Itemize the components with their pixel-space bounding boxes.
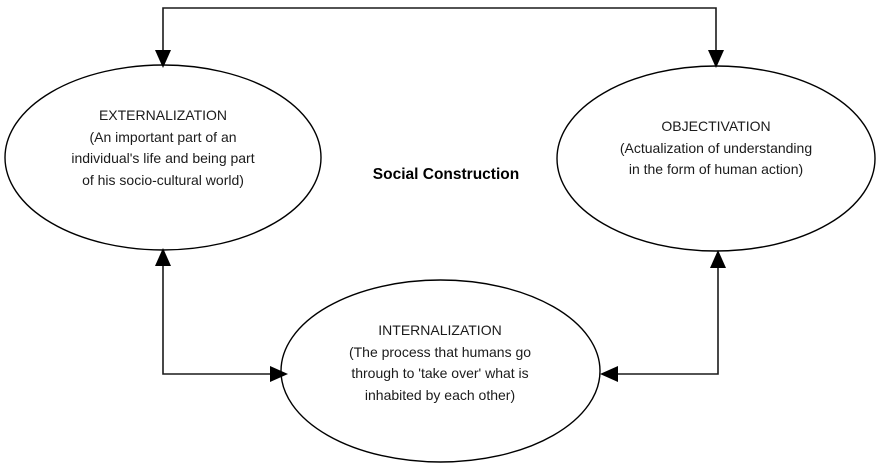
arrowhead-down-objectivation xyxy=(708,50,724,68)
ellipse-internalization[interactable] xyxy=(280,279,601,463)
connector-right-elbow xyxy=(600,250,726,382)
arrowhead-left-internalization xyxy=(600,366,618,382)
connector-left-elbow xyxy=(155,248,288,382)
arrowhead-down-externalization xyxy=(155,50,171,68)
left-elbow-path xyxy=(162,259,276,375)
right-elbow-path xyxy=(612,261,719,375)
center-label-social-construction: Social Construction xyxy=(372,166,520,183)
arrowhead-up-objectivation xyxy=(710,250,726,268)
ellipse-objectivation[interactable] xyxy=(556,65,876,252)
top-bus-path xyxy=(162,7,717,57)
arrowhead-up-externalization xyxy=(155,248,171,266)
ellipse-externalization[interactable] xyxy=(4,64,322,251)
arrowhead-right-internalization xyxy=(270,366,288,382)
connector-top-bus xyxy=(155,7,724,68)
